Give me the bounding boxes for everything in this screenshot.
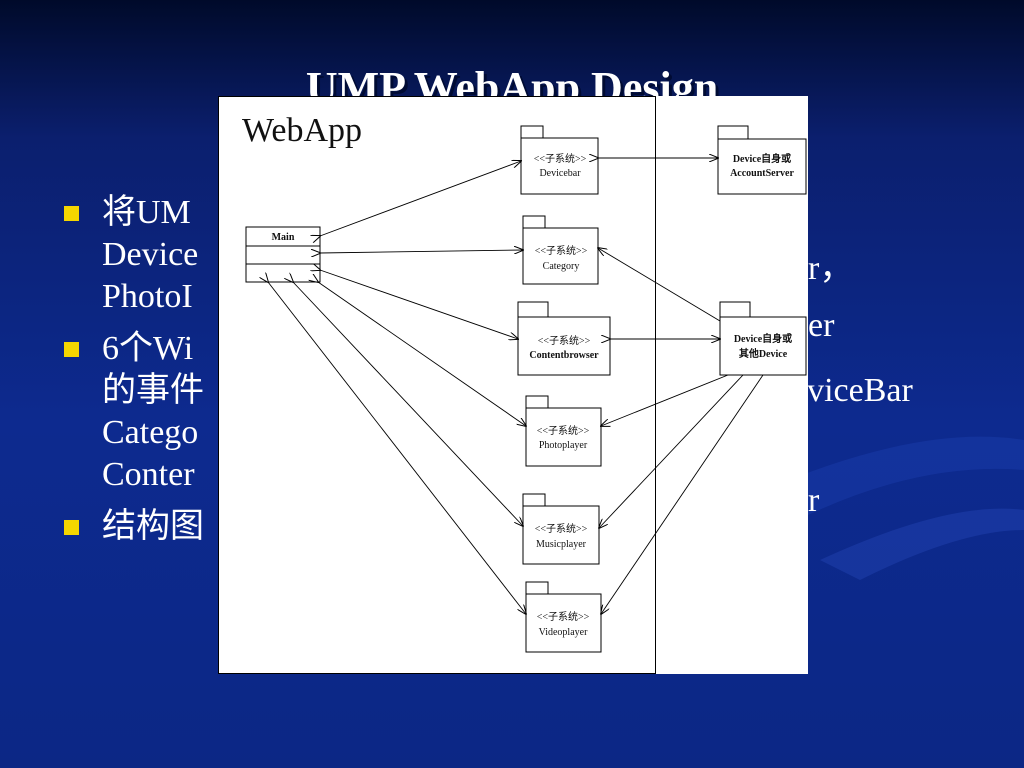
connector-device-musicplayer: [599, 374, 744, 528]
text-fragment: r: [808, 482, 820, 519]
bullet-square-icon: [64, 520, 79, 535]
bullet-square-icon: [64, 342, 79, 357]
subsystem-videoplayer: <<子系统>> Videoplayer: [525, 581, 602, 653]
external-label-line1: Device自身或: [733, 152, 791, 165]
bullet-line: 的事件: [102, 372, 204, 409]
external-other-device: Device自身或 其他Device: [719, 301, 807, 376]
bullet-line: Device: [102, 236, 199, 273]
subsystem-label: Photoplayer: [539, 440, 588, 451]
subsystem-contentbrowser: <<子系统>> Contentbrowser: [517, 301, 611, 376]
webapp-diagram: WebApp Main <<子系统>> Devicebar <<子系统>> Ca…: [218, 96, 808, 674]
text-fragment: er: [808, 307, 835, 344]
external-label-line2: AccountServer: [730, 168, 794, 179]
bullet-line: 6个Wi: [102, 330, 194, 367]
connector-main-videoplayer: [268, 282, 526, 614]
main-class: Main: [245, 226, 321, 283]
webapp-frame: [218, 96, 656, 674]
connector-main-musicplayer: [293, 282, 523, 526]
text-fragment: r，: [808, 250, 854, 287]
connector-main-category: [320, 250, 523, 253]
frame-label: WebApp: [242, 112, 362, 149]
subsystem-label: Musicplayer: [536, 539, 587, 550]
connector-device-photoplayer: [601, 374, 729, 426]
main-label: Main: [272, 232, 295, 243]
subsystem-devicebar: <<子系统>> Devicebar: [520, 125, 599, 195]
subsystem-photoplayer: <<子系统>> Photoplayer: [525, 395, 602, 467]
bullet-list: 将UM Device PhotoI 6个Wi 的事件 Catego Conter…: [62, 192, 1002, 558]
text-fragment: eviceBar: [792, 372, 913, 409]
bullet-line: PhotoI: [102, 278, 193, 315]
subsystem-label: Contentbrowser: [529, 350, 599, 361]
bullet-line: 结构图: [102, 508, 204, 545]
subsystem-category: <<子系统>> Category: [522, 215, 599, 285]
subsystem-label: Videoplayer: [539, 627, 588, 638]
stereotype-label: <<子系统>>: [534, 152, 587, 165]
stereotype-label: <<子系统>>: [537, 610, 590, 623]
bullet-item: 6个Wi 的事件 Catego Conter: [62, 328, 1002, 496]
stereotype-label: <<子系统>>: [537, 424, 590, 437]
bullet-item: 结构图: [62, 506, 1002, 548]
stereotype-label: <<子系统>>: [535, 244, 588, 257]
external-label-line1: Device自身或: [734, 332, 792, 345]
connector-main-contentbrowser: [320, 270, 518, 339]
connector-main-photoplayer: [318, 282, 526, 426]
subsystem-label: Devicebar: [539, 168, 581, 179]
bullet-item: 将UM Device PhotoI: [62, 192, 1002, 318]
subsystem-musicplayer: <<子系统>> Musicplayer: [522, 493, 600, 565]
connector-device-category: [598, 248, 721, 322]
stereotype-label: <<子系统>>: [535, 522, 588, 535]
stereotype-label: <<子系统>>: [538, 334, 591, 347]
external-accountserver: Device自身或 AccountServer: [717, 125, 807, 195]
bullet-line: Conter: [102, 456, 195, 493]
bullet-line: Catego: [102, 414, 199, 451]
diagram-canvas: WebApp Main <<子系统>> Devicebar <<子系统>> Ca…: [218, 96, 807, 674]
connector-main-devicebar: [320, 161, 521, 236]
connector-device-videoplayer: [601, 374, 764, 614]
bullet-line: 将UM: [102, 194, 191, 231]
bullet-square-icon: [64, 206, 79, 221]
external-label-line2: 其他Device: [739, 347, 788, 360]
subsystem-label: Category: [543, 261, 580, 272]
